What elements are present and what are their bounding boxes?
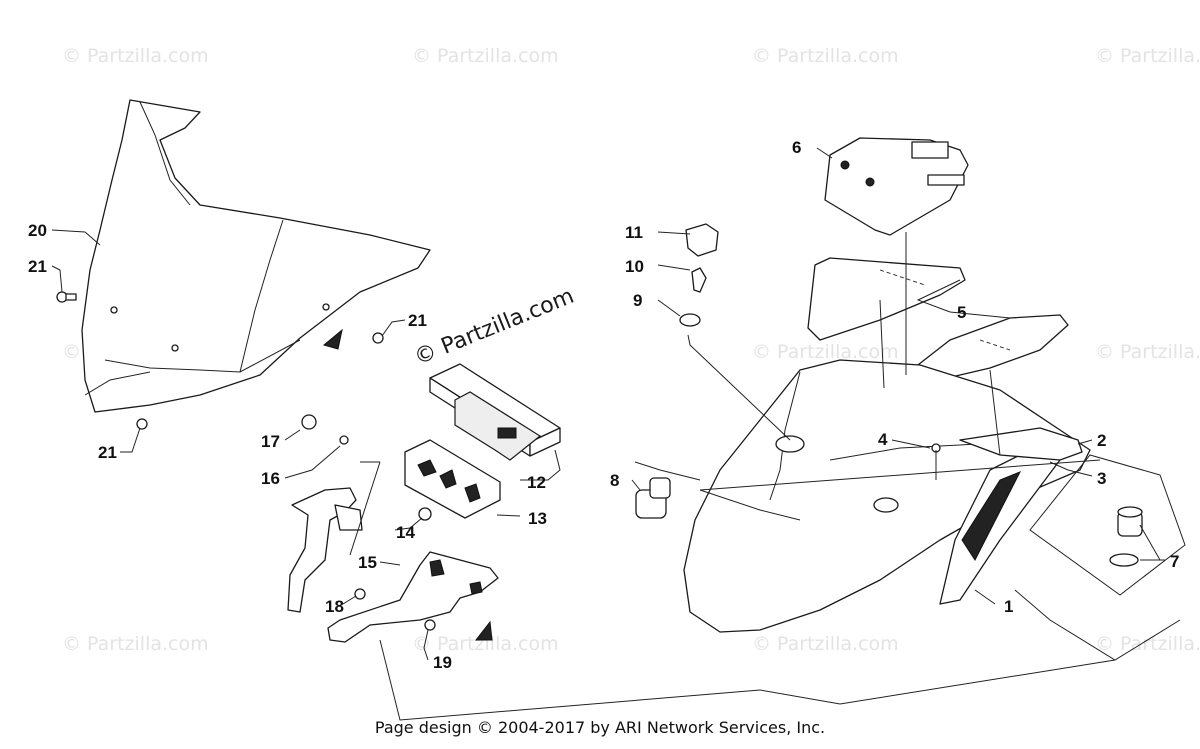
ring-part-9 <box>679 313 701 327</box>
screw-part-19 <box>424 619 436 631</box>
leader-lines <box>51 147 1186 721</box>
watermark: © Partzilla.com <box>1095 341 1200 363</box>
watermark: © Partzilla.com <box>752 633 899 655</box>
callout-15: 15 <box>358 553 377 572</box>
hood-part-1 <box>683 359 1091 633</box>
windshield-part-20 <box>81 99 431 413</box>
footer-copyright: Page design © 2004-2017 by ARI Network S… <box>374 718 826 737</box>
watermark: © Partzilla.com <box>752 341 899 363</box>
watermark: © Partzilla.com <box>412 633 559 655</box>
callout-1: 1 <box>1004 597 1013 616</box>
nut-part-14 <box>418 507 432 521</box>
callout-18: 18 <box>325 597 344 616</box>
socket-part-7 <box>1109 506 1143 567</box>
callout-9: 9 <box>633 291 642 310</box>
direction-arrow <box>474 620 493 641</box>
panel-part-5 <box>807 257 1069 383</box>
watermark: © Partzilla.com <box>62 45 209 67</box>
nut-part-17 <box>301 414 317 430</box>
screw-part-18 <box>354 588 366 600</box>
callout-2: 2 <box>1097 431 1106 450</box>
callout-10: 10 <box>625 257 644 276</box>
mount-bracket-part-15 <box>287 487 499 643</box>
callout-8: 8 <box>610 471 619 490</box>
callout-11: 11 <box>625 223 643 242</box>
watermark-layer: © Partzilla.com © Partzilla.com © Partzi… <box>62 45 1200 655</box>
callout-21: 21 <box>408 311 427 330</box>
screw-part-21 <box>56 291 384 430</box>
callout-6: 6 <box>792 138 801 157</box>
callout-13: 13 <box>528 509 547 528</box>
washer-part-16 <box>339 435 349 445</box>
watermark: © Partzilla.com <box>1095 45 1200 67</box>
watermark: © Partzilla.com <box>412 45 559 67</box>
cap-part-11 <box>685 223 719 257</box>
switch-part-8 <box>635 477 671 519</box>
fasteners <box>301 414 436 631</box>
callout-16: 16 <box>261 469 280 488</box>
callout-3: 3 <box>1097 469 1106 488</box>
bracket-part-13 <box>404 439 501 519</box>
callout-17: 17 <box>261 432 280 451</box>
callout-12: 12 <box>527 473 546 492</box>
callout-20: 20 <box>28 221 47 240</box>
ignition-parts <box>679 223 719 327</box>
watermark: © Partzilla.com <box>62 633 209 655</box>
callout-5: 5 <box>957 303 966 322</box>
watermark: © Partzilla.com <box>1095 633 1200 655</box>
direction-arrow <box>322 328 343 350</box>
callout-19: 19 <box>433 653 452 672</box>
callout-14: 14 <box>396 523 415 542</box>
callout-labels: 1 2 3 4 5 6 7 8 9 10 11 12 13 14 15 16 1… <box>28 138 1179 672</box>
callout-7: 7 <box>1170 552 1179 571</box>
watermark: © Partzilla.com <box>752 45 899 67</box>
module-part-12 <box>429 363 561 461</box>
callout-4: 4 <box>878 430 888 449</box>
storage-box-part-6 <box>824 137 969 236</box>
center-watermark: © Partzilla.com <box>411 284 578 371</box>
key-part-10 <box>691 267 707 293</box>
callout-21: 21 <box>28 257 47 276</box>
callout-21: 21 <box>98 443 117 462</box>
